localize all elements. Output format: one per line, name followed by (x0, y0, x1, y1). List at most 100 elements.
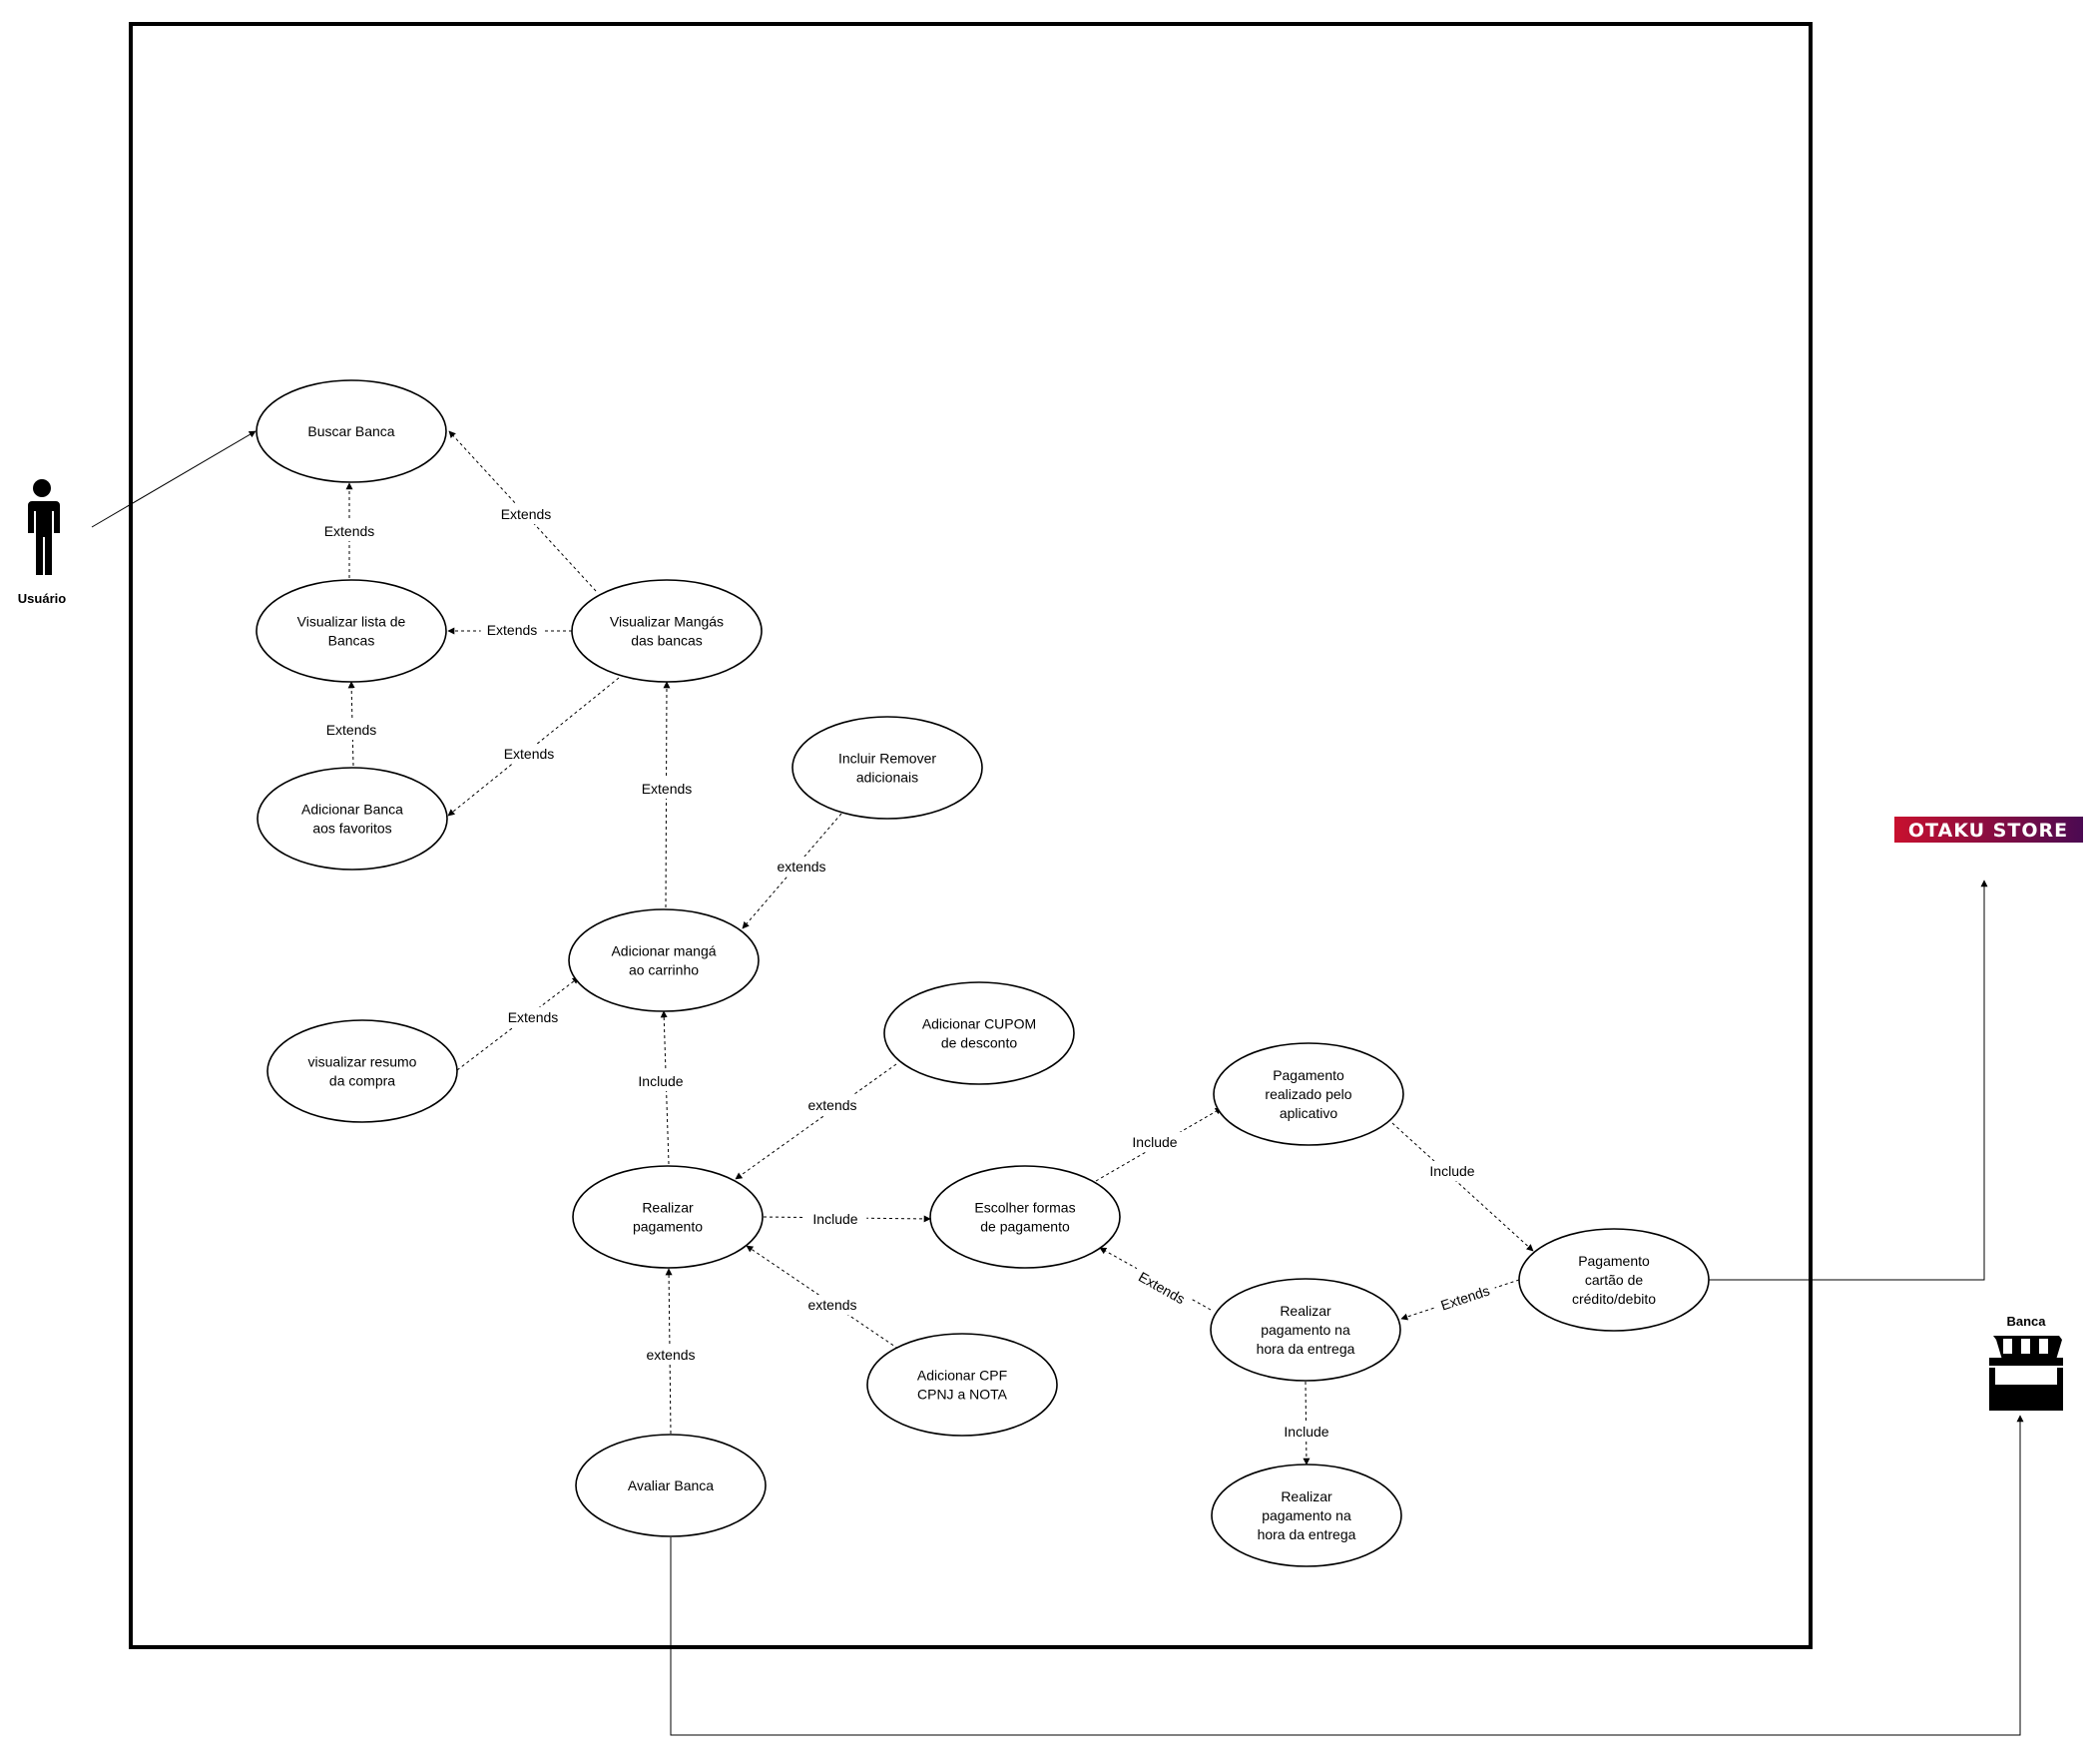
use-case-label: aos favoritos (312, 821, 391, 837)
use-case-ellipse (883, 981, 1075, 1085)
use-case-label: Adicionar mangá (611, 943, 716, 959)
use-case-label: Realizar (1281, 1488, 1332, 1504)
use-case-visualizar-mangas: Visualizar Mangás das bancas (571, 579, 763, 683)
use-case-label: Visualizar Mangás (610, 614, 724, 630)
relationship-label: Include (1275, 1422, 1338, 1442)
cpf-to-pagamento-relationship: extends (746, 1245, 899, 1350)
relationship-label: extends (800, 1095, 864, 1115)
relationship-label-text: Include (1132, 1134, 1177, 1150)
dashed-arrow (763, 1215, 931, 1223)
use-case-label: hora da entrega (1258, 1526, 1356, 1542)
cupom-to-pagamento-relationship: extends (735, 1063, 897, 1180)
relationship-label-text: extends (646, 1347, 695, 1363)
store-actor-label: Banca (2006, 1314, 2046, 1329)
use-case-label: das bancas (631, 633, 703, 649)
use-case-label: adicionais (856, 770, 918, 786)
relationship-label-text: Extends (504, 746, 555, 762)
use-case-label: de desconto (941, 1035, 1017, 1051)
favoritos-to-lista-relationship: Extends (319, 681, 383, 767)
user-actor: Usuário (18, 479, 66, 606)
relationship-label: Extends (497, 744, 561, 764)
use-case-label: Pagamento (1273, 1067, 1344, 1083)
mangas-to-favoritos-relationship: Extends (447, 677, 620, 817)
use-case-ellipse (1211, 1464, 1402, 1567)
use-case-ellipse (866, 1333, 1058, 1437)
relationship-label: extends (770, 857, 833, 877)
use-case-adicionar-carrinho: Adicionar mangá ao carrinho (568, 908, 760, 1012)
relationship-label-text: Include (1429, 1163, 1474, 1179)
use-case-label: ao carrinho (629, 962, 699, 978)
use-case-label: Pagamento (1578, 1253, 1650, 1269)
person-icon (28, 479, 60, 575)
use-case-label: pagamento na (1261, 1322, 1350, 1338)
relationship-label: Extends (1129, 1264, 1195, 1312)
relationship-label: Include (629, 1071, 693, 1091)
relationship-label: extends (639, 1345, 703, 1365)
use-case-buscar-banca: Buscar Banca (256, 379, 447, 483)
use-case-ellipse (1213, 1042, 1404, 1146)
use-case-ellipse (256, 579, 447, 683)
relationship-label: Extends (494, 504, 558, 524)
logo-text: OTAKU STORE (1908, 820, 2068, 842)
dashed-arrow (1391, 1122, 1534, 1252)
relationship-label: Include (803, 1209, 867, 1229)
relationship-label: Extends (501, 1007, 565, 1027)
cartao-to-otaku-store-association (1709, 879, 1988, 1281)
use-case-ellipse (1210, 1278, 1401, 1382)
use-case-adicionar-favoritos: Adicionar Banca aos favoritos (257, 767, 448, 871)
relationship-label-text: Extends (324, 523, 375, 539)
use-case-label: visualizar resumo (308, 1054, 417, 1070)
dashed-arrow (456, 976, 580, 1071)
use-case-avaliar-banca: Avaliar Banca (575, 1434, 767, 1537)
relationship-label: Include (1420, 1161, 1484, 1181)
relationship-label-text: extends (777, 859, 825, 875)
use-case-label: Buscar Banca (307, 423, 394, 439)
lista-to-buscar-relationship: Extends (317, 482, 381, 578)
store-actor: Banca (1989, 1314, 2063, 1411)
avaliar-to-banca-association (670, 1415, 2024, 1736)
user-to-buscar-banca-association (91, 430, 257, 528)
use-case-label: Escolher formas (974, 1200, 1075, 1216)
use-case-ellipse (575, 1434, 767, 1537)
use-case-label: Adicionar CPF (917, 1368, 1007, 1384)
carrinho-to-mangas-relationship: Extends (635, 681, 699, 908)
use-case-label: pagamento (633, 1219, 703, 1235)
relationship-label: Extends (1432, 1278, 1498, 1318)
dashed-arrow (735, 1063, 897, 1180)
relationship-label-text: Extends (326, 722, 377, 738)
relationship-label: Extends (319, 720, 383, 740)
relationship-label: Extends (317, 521, 381, 541)
relationship-label-text: extends (807, 1097, 856, 1113)
relationship-label-text: Extends (487, 622, 538, 638)
relationship-label-text: Extends (1438, 1282, 1491, 1313)
use-case-label: Adicionar CUPOM (922, 1016, 1036, 1032)
relationship-label-text: Extends (508, 1009, 559, 1025)
use-case-label: pagamento na (1262, 1507, 1351, 1523)
mangas-to-lista-relationship: Extends (447, 620, 572, 640)
use-case-label: hora da entrega (1257, 1341, 1355, 1357)
user-actor-label: Usuário (18, 591, 66, 606)
app-to-cartao-relationship: Include (1391, 1122, 1534, 1252)
dashed-arrow (742, 813, 842, 929)
incluir-to-carrinho-relationship: extends (742, 813, 842, 929)
relationship-label: Include (1123, 1132, 1187, 1152)
use-case-ellipse (257, 767, 448, 871)
relationship-label-text: Include (812, 1211, 857, 1227)
relationship-label-text: Include (638, 1073, 683, 1089)
use-case-label: CPNJ a NOTA (917, 1387, 1008, 1403)
dashed-arrow (1303, 1381, 1311, 1465)
use-case-ellipse (1518, 1228, 1710, 1332)
dashed-arrow (663, 681, 671, 908)
use-case-label: Adicionar Banca (301, 802, 403, 818)
use-case-pagamento-entrega-2: Realizar pagamento na hora da entrega (1211, 1464, 1402, 1567)
use-case-ellipse (791, 716, 983, 820)
relationship-label: Extends (480, 620, 544, 640)
relationship-label-text: Extends (642, 781, 693, 797)
entrega-to-entrega2-relationship: Include (1275, 1381, 1338, 1465)
